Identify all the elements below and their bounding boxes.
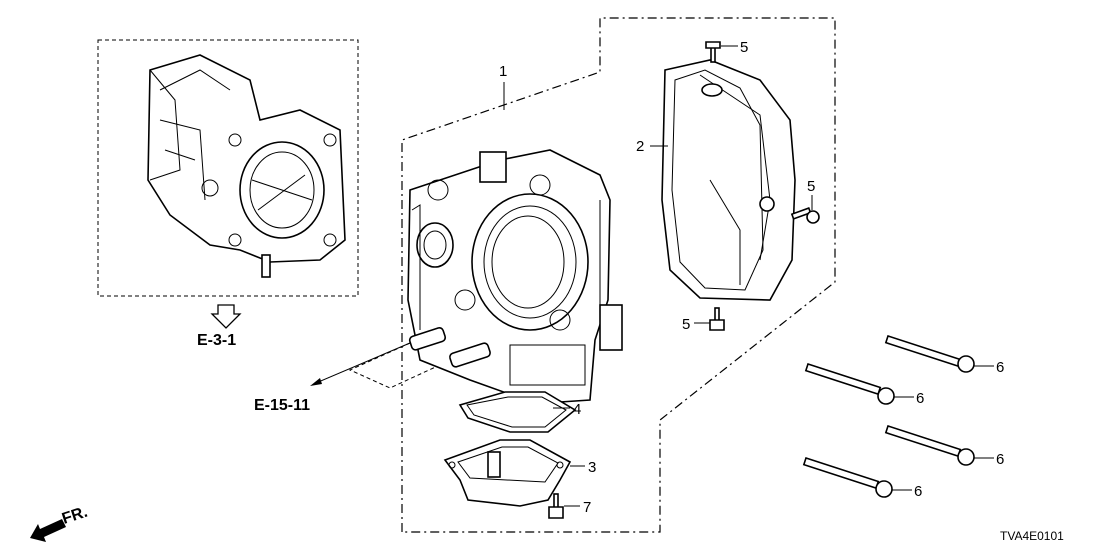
bolt-5-top	[705, 41, 721, 63]
mounting-bolt-1	[884, 334, 975, 373]
reference-label-e-15-11[interactable]: E-15-11	[254, 397, 310, 414]
screw-7	[548, 493, 564, 519]
inset-reference-view	[97, 39, 359, 297]
callout-7[interactable]: 7	[564, 499, 591, 516]
callout-3[interactable]: 3	[570, 459, 596, 476]
mounting-bolt-3	[884, 424, 975, 466]
sensor-connector	[479, 151, 507, 183]
callout-6-4[interactable]: 6	[892, 483, 922, 500]
callout-2[interactable]: 2	[636, 138, 668, 155]
callout-5-top[interactable]: 5	[721, 39, 748, 56]
callout-number-6d[interactable]: 6	[914, 483, 922, 500]
diagram-code: TVA4E0101	[1000, 529, 1064, 543]
arrow-front-icon	[30, 519, 66, 542]
reference-e-15-11[interactable]: E-15-11	[254, 342, 456, 414]
hollow-arrow-down-icon	[210, 304, 242, 329]
throttle-body	[407, 149, 623, 403]
callout-number-6b[interactable]: 6	[916, 390, 924, 407]
front-label: FR.	[60, 504, 90, 528]
callout-number-5a[interactable]: 5	[740, 39, 748, 56]
callout-number-1[interactable]: 1	[499, 63, 507, 80]
callout-number-7[interactable]: 7	[583, 499, 591, 516]
callout-6-3[interactable]: 6	[974, 451, 1004, 468]
callout-5-right[interactable]: 5	[807, 178, 815, 210]
front-direction-indicator: FR.	[30, 504, 90, 542]
bolt-5-bottom	[709, 307, 725, 331]
assembly-boundary	[401, 17, 836, 533]
mounting-bolt-4	[802, 456, 893, 498]
callout-4[interactable]: 4	[553, 401, 581, 418]
throttle-body-cover	[661, 59, 796, 301]
callout-5-bottom[interactable]: 5	[682, 316, 710, 333]
callout-6-2[interactable]: 6	[894, 390, 924, 407]
leader-arrowhead-icon	[310, 378, 322, 386]
callout-number-5b[interactable]: 5	[807, 178, 815, 195]
mounting-bolt-2	[804, 362, 895, 405]
reference-e-3-1[interactable]: E-3-1	[197, 304, 242, 349]
callout-number-2[interactable]: 2	[636, 138, 644, 155]
reference-label-e-3-1[interactable]: E-3-1	[197, 332, 236, 349]
coolant-pipe-lower	[449, 342, 491, 368]
lower-housing	[443, 439, 572, 507]
callout-number-5c[interactable]: 5	[682, 316, 690, 333]
inset-throttle-body-drawing	[147, 54, 346, 278]
inset-dashed-frame	[97, 39, 359, 297]
side-connector	[599, 304, 623, 351]
coolant-pipe-upper	[408, 327, 447, 351]
callout-6-1[interactable]: 6	[974, 359, 1004, 376]
callout-1[interactable]: 1	[499, 63, 507, 110]
gasket	[458, 391, 577, 433]
throttle-bore	[471, 193, 589, 331]
callout-number-6c[interactable]: 6	[996, 451, 1004, 468]
bolt-5-right	[790, 207, 820, 224]
callout-number-6a[interactable]: 6	[996, 359, 1004, 376]
callout-number-3[interactable]: 3	[588, 459, 596, 476]
callout-number-4[interactable]: 4	[573, 401, 581, 418]
